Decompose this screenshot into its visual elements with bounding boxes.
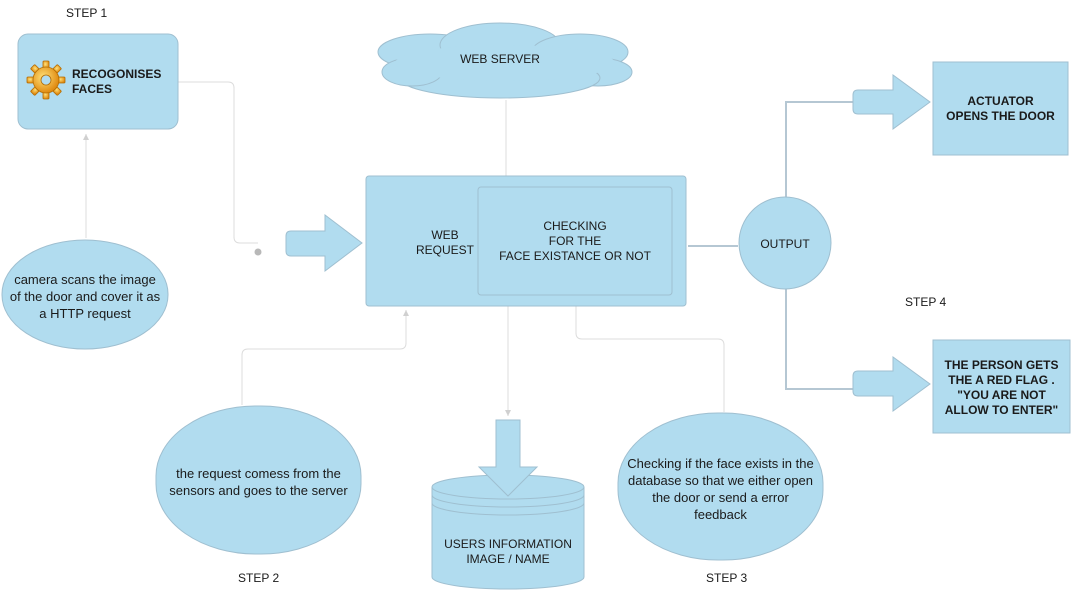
output-label: OUTPUT [760,237,810,251]
database-check-node [617,412,824,561]
web-server-label: WEB SERVER [460,52,540,66]
database-check-label: Checking if the face exists in the datab… [627,456,814,522]
recognises-faces-node [17,33,179,130]
output-node [738,196,832,290]
red-flag-label: THE PERSON GETS THE A RED FLAG . "YOU AR… [944,358,1059,417]
step-4-label: STEP 4 [905,295,947,309]
gear-icon [26,60,66,100]
recognises-faces-label: RECOGONISES FACES [72,67,162,96]
sensors-node [155,405,362,555]
camera-label: camera scans the image of the door and c… [9,272,161,321]
connectors [83,81,725,416]
block-arrow-to-database [477,419,539,497]
line-output-to-actuator [785,101,855,197]
line-output-to-redflag [785,289,855,390]
block-arrow-to-actuator [852,74,931,130]
step-1-label: STEP 1 [66,6,108,20]
block-arrow-to-redflag [852,356,931,412]
connector-sensors-to-request [241,310,409,405]
output-lines [688,101,855,390]
checking-label: CHECKING FOR THE FACE EXISTANCE OR NOT [499,219,651,263]
web-request-label: WEB REQUEST [415,228,474,257]
sensors-label: the request comess from the sensors and … [169,466,348,498]
actuator-label: ACTUATOR OPENS THE DOOR [946,94,1055,123]
checking-node [477,186,673,296]
camera-node [1,239,169,350]
users-database-label: USERS INFORMATION IMAGE / NAME [444,537,572,566]
connector-endpoint-dot [254,248,262,256]
connector-recognises-to-request [178,81,258,244]
actuator-node [932,61,1069,156]
connector-dbcheck-to-check [573,298,725,412]
block-arrow-to-request [285,213,363,273]
red-flag-node [932,339,1071,434]
web-server-cloud [377,22,633,99]
step-3-label: STEP 3 [706,571,748,585]
step-2-label: STEP 2 [238,571,280,585]
